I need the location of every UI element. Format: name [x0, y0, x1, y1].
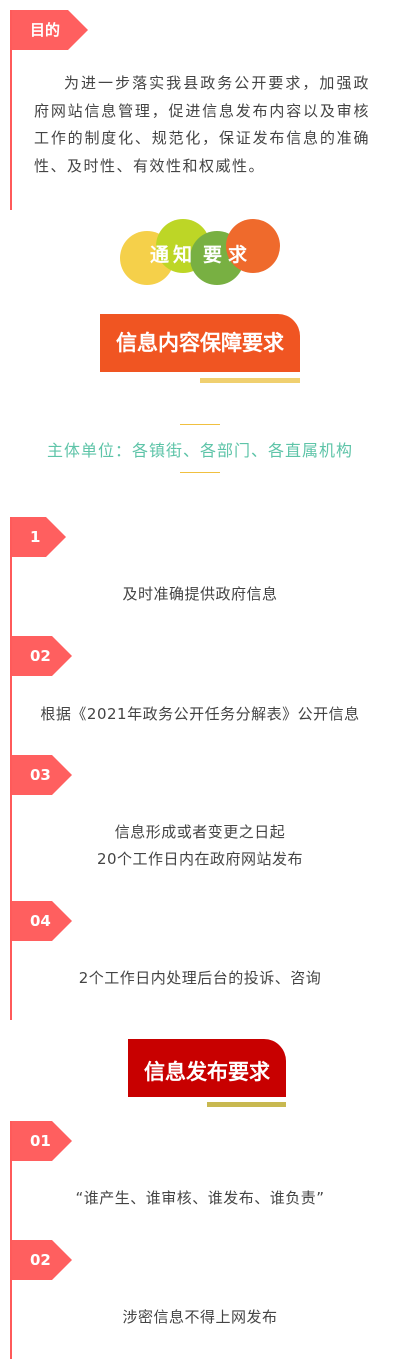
item-tag-1-number: 1 — [30, 528, 41, 546]
purpose-timeline-line — [10, 10, 12, 210]
section1-title-underline — [200, 378, 300, 383]
item-tag-2: 02 — [12, 636, 72, 676]
item-2-text: 根据《2021年政务公开任务分解表》公开信息 — [40, 705, 360, 723]
item-tag-1: 1 — [12, 517, 66, 557]
item2-tag-2: 02 — [12, 1240, 72, 1280]
item-1-text: 及时准确提供政府信息 — [122, 585, 278, 603]
section2-title-banner: 信息发布要求 — [128, 1039, 286, 1097]
notice-char-3: 要 — [203, 244, 223, 266]
item-tag-3-number: 03 — [30, 766, 51, 784]
purpose-tag: 目的 — [12, 10, 88, 50]
item2-2-text: 涉密信息不得上网发布 — [122, 1308, 278, 1326]
section2-title-underline — [207, 1102, 286, 1107]
subject-divider-bottom — [180, 472, 220, 473]
notice-circle-orange — [226, 219, 280, 273]
notice-char-1: 通 — [150, 244, 170, 266]
subject-divider-top — [180, 424, 220, 425]
item-tag-4-number: 04 — [30, 912, 51, 930]
item2-tag-1: 01 — [12, 1121, 72, 1161]
section1-title: 信息内容保障要求 — [116, 331, 284, 355]
item-4-text: 2个工作日内处理后台的投诉、咨询 — [78, 969, 322, 987]
item-tag-2-number: 02 — [30, 647, 51, 665]
section2-title: 信息发布要求 — [144, 1060, 270, 1084]
item2-tag-2-number: 02 — [30, 1251, 51, 1269]
subject-units: 主体单位：各镇街、各部门、各直属机构 — [46, 441, 353, 460]
notice-char-2: 知 — [173, 244, 193, 266]
item2-1-text: “谁产生、谁审核、谁发布、谁负责” — [75, 1189, 325, 1207]
item2-tag-1-number: 01 — [30, 1132, 51, 1150]
notice-char-4: 求 — [228, 244, 248, 266]
item-3-text-line1: 信息形成或者变更之日起 — [114, 823, 286, 841]
section1-timeline-line — [10, 517, 12, 1020]
item-tag-3: 03 — [12, 755, 72, 795]
purpose-paragraph: 为进一步落实我县政务公开要求，加强政府网站信息管理，促进信息发布内容以及审核工作… — [34, 74, 370, 175]
section2-timeline-line — [10, 1121, 12, 1359]
section1-title-banner: 信息内容保障要求 — [100, 314, 300, 372]
item-tag-4: 04 — [12, 901, 72, 941]
item-3-text-line2: 20个工作日内在政府网站发布 — [96, 850, 304, 868]
purpose-tag-label: 目的 — [30, 21, 61, 39]
